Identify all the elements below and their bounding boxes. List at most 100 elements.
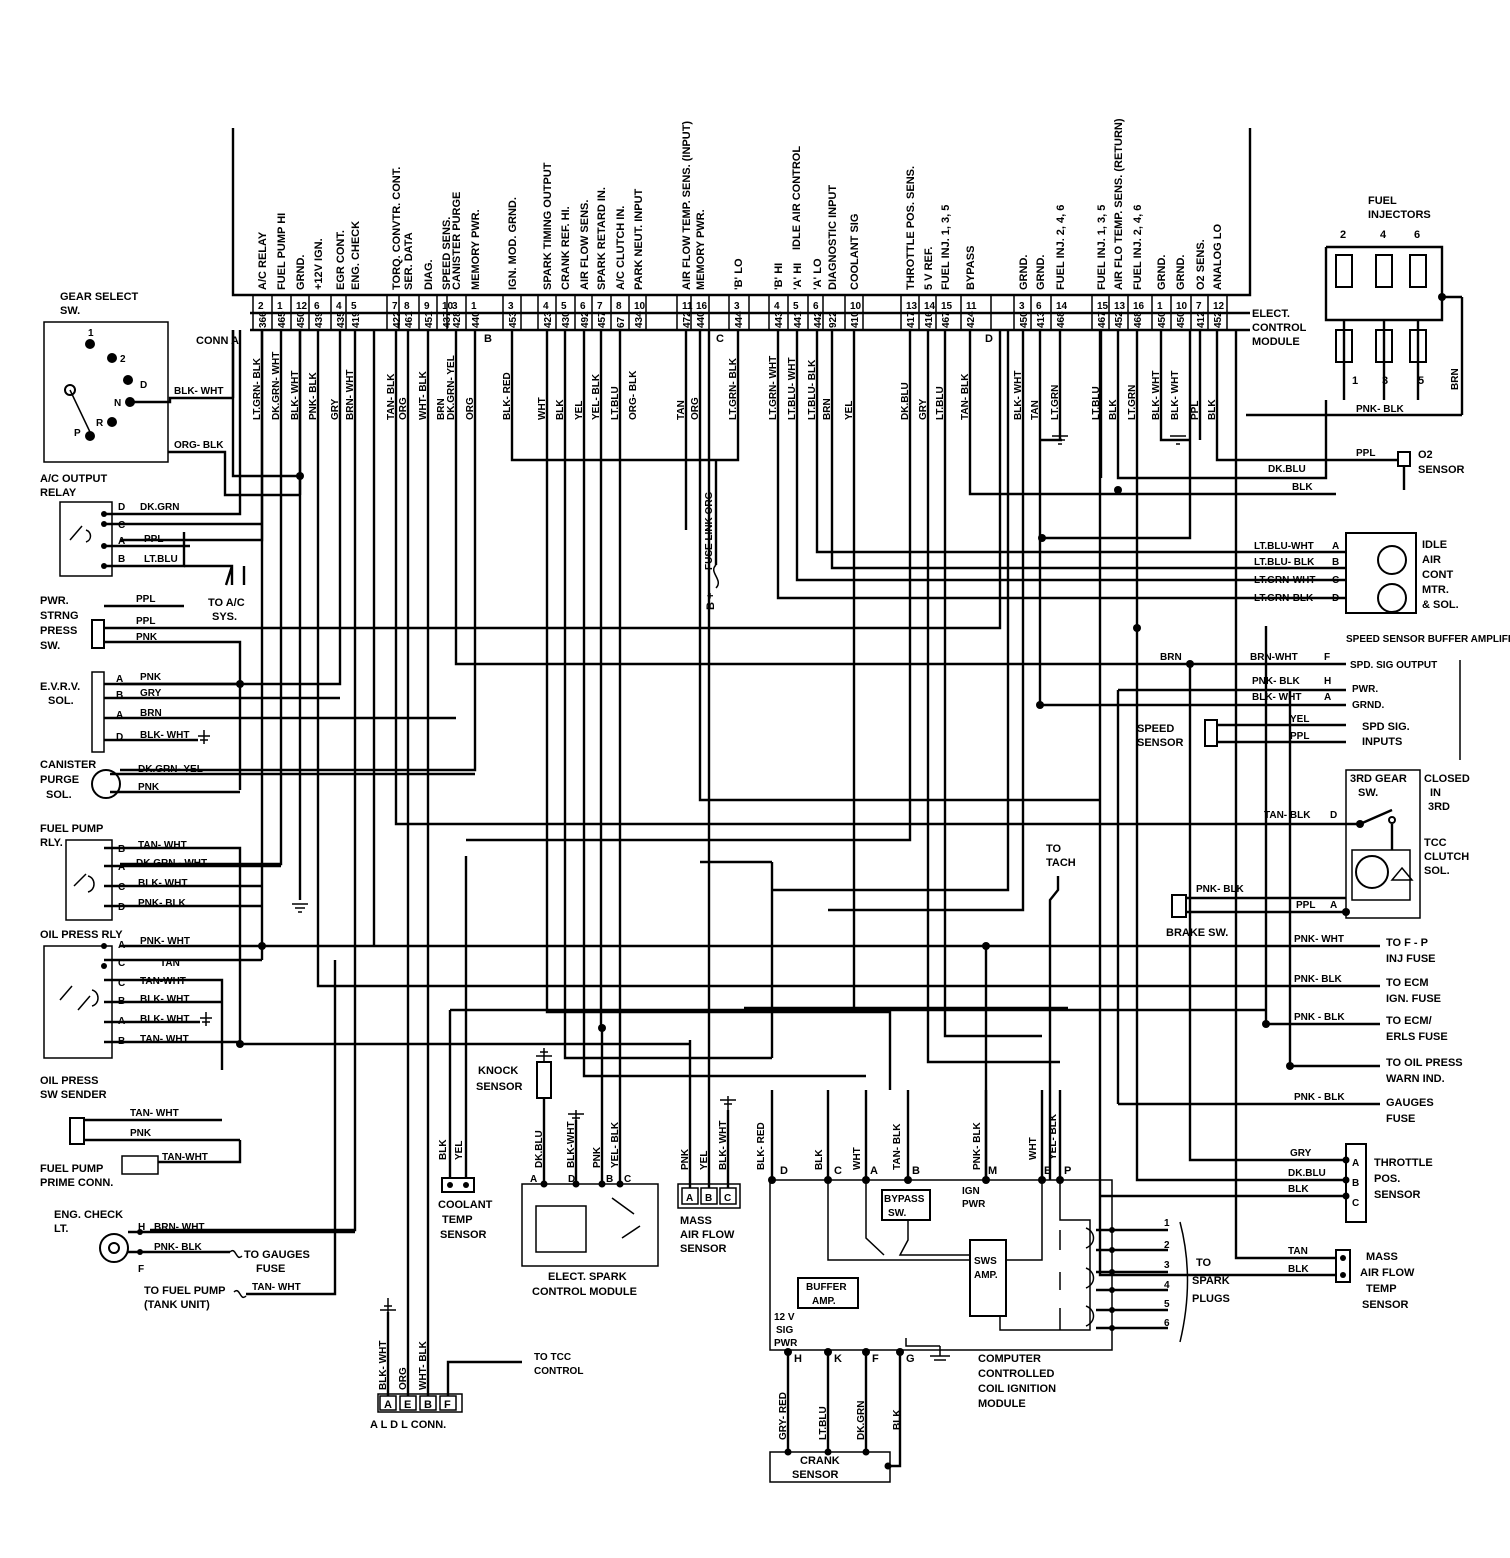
ecm-pin-function: FUEL INJ. 1, 3, 5 (940, 205, 952, 290)
sig-pwr-label: 12 V SIG PWR (774, 1312, 798, 1349)
evrv-wire-brn: BRN (140, 708, 162, 719)
ecm-pin-number: 4 (336, 301, 342, 312)
fuse-link: FUSE LINK ORG B + (510, 330, 740, 610)
ecm-conn-a-label: CONN A (196, 335, 239, 347)
ecm-circuit-number: 451 (424, 311, 435, 328)
tps-wire-c: BLK (1288, 1184, 1309, 1195)
eng-check-light: ENG. CHECK LT. H BRN- WHT F PNK- BLK TO … (54, 1209, 355, 1275)
ecm-pin-function: +12V IGN. (313, 238, 325, 290)
eng-wire-brn-wht: BRN- WHT (154, 1222, 205, 1233)
tps-wire-a: GRY (1290, 1148, 1312, 1159)
ecm-circuit-number: 423 (543, 311, 554, 328)
ecm-idle-air-bracket: IDLE AIR CONTROL (791, 146, 803, 250)
fuse-feed-1-label: TO ECM IGN. FUSE (1386, 977, 1441, 1005)
ecm-pin-function: FUEL INJ. 2, 4, 6 (1055, 205, 1067, 290)
coil-pin-k: K (834, 1353, 842, 1365)
oil-wire-blk-wht: BLK- WHT (140, 994, 189, 1005)
ecm-wire-color: LT.BLU (610, 386, 621, 420)
ecm-pin-number: 1 (277, 301, 283, 312)
ecm-wire-color: BLK- RED (502, 372, 513, 420)
maf-temp-tan: TAN (1288, 1246, 1308, 1257)
ecm-pin-function: ENG. CHECK (350, 221, 362, 290)
gear-select-label: GEAR SELECT SW. (60, 291, 141, 317)
fp-pin-c: C (118, 882, 125, 893)
ecm-pin-function: DIAGNOSTIC INPUT (827, 185, 839, 290)
pwr-wire-pnk: PNK (136, 632, 158, 643)
ecm-pin-function: PARK NEUT. INPUT (633, 188, 645, 290)
fp-prime-label: FUEL PUMP PRIME CONN. (40, 1163, 113, 1189)
fp-pin-d: D (118, 902, 125, 913)
brake-pnk-blk: PNK- BLK (1196, 884, 1245, 895)
ecm-pin-function: DIAG. (423, 259, 435, 290)
fuel-injectors: FUEL INJECTORS 2 4 6 1 3 5 BRN (1324, 195, 1464, 415)
fuse-link-label: FUSE LINK ORG (704, 491, 715, 570)
ecm-wire-color: BRN (822, 398, 833, 420)
ac-pin-a: A (118, 536, 125, 547)
ecm-circuit-number: 461 (404, 311, 415, 328)
ecm-wire-color: GRY (918, 398, 929, 420)
ecm-circuit-number: 434 (634, 311, 645, 328)
evrv-label: E.V.R.V. SOL. (40, 681, 83, 707)
ecm-wire-color: LT.GRN- BLK (728, 357, 739, 420)
canister-wire-dk-grn-yel: DK.GRN- YEL (138, 764, 203, 775)
ecm-pin-number: 10 (634, 301, 646, 312)
aldl-wire-org: ORG (398, 1367, 409, 1390)
fuel-injectors-title: FUEL INJECTORS (1368, 195, 1431, 221)
spark-pin-b: B (606, 1174, 613, 1185)
ecm-circuit-number: 440 (696, 311, 707, 328)
coil-wire-m: PNK- BLK (972, 1121, 983, 1170)
ecm-pin-function: 5 V REF. (923, 247, 935, 290)
oil-press-sender: OIL PRESS SW SENDER TAN- WHT PNK (40, 1075, 240, 1145)
ecm-wire-color: BLK- WHT (1013, 371, 1024, 420)
ecm-pin-number: 7 (392, 301, 398, 312)
ecm-pin-number: 3 (508, 301, 514, 312)
gear-pos-2: 2 (120, 354, 126, 365)
ecm-circuit-number: 440 (471, 311, 482, 328)
ecm-circuit-number: 441 (793, 311, 804, 328)
ecm-circuit-number: 412 (1196, 311, 1207, 328)
ecm-pin-function: GRND. (1035, 255, 1047, 290)
eng-wire-pnk-blk: PNK- BLK (154, 1242, 203, 1253)
ecm-wire-color: ORG (465, 397, 476, 420)
ecm-pin-function: MEMORY PWR. (695, 209, 707, 290)
fuel-pump-relay: FUEL PUMP RLY. B TAN- WHT A DK.GRN - WHT… (40, 330, 281, 1044)
coolant-wire-blk: BLK (438, 1139, 449, 1160)
ecm-circuit-number: 450 (1157, 311, 1168, 328)
buffer-input-yel: YEL (1290, 714, 1309, 725)
maf-temp-blk: BLK (1288, 1264, 1309, 1275)
gear-pos-r: R (96, 418, 104, 429)
sws-amp-label: SWS AMP. (974, 1256, 1000, 1281)
oil-rly-label: OIL PRESS RLY (40, 929, 123, 941)
fuse-feeds: PNK- WHT TO F - P INJ FUSE PNK- BLK TO E… (120, 330, 1463, 1125)
iac-wire-c: LT.GRN-WHT (1254, 575, 1315, 586)
third-gear-label: 3RD GEAR SW. (1350, 773, 1410, 799)
brake-sw-label: BRAKE SW. (1166, 927, 1228, 939)
ecm-pin-function: AIR FLO TEMP. SENS. (RETURN) (1113, 118, 1125, 290)
ecm-pin-function: FUEL INJ. 2, 4, 6 (1132, 205, 1144, 290)
ecm-circuit-number: 439 (314, 311, 325, 328)
ecm-circuit-number: 468 (1133, 311, 1144, 328)
ecm-pin-number: 8 (616, 301, 622, 312)
ign-pwr-label: IGN PWR (962, 1186, 986, 1210)
aldl-pin-f: F (444, 1399, 451, 1411)
buffer-label-h: PWR. (1352, 684, 1378, 695)
ecm-pin-number: 2 (258, 301, 264, 312)
fuse-feed-4-wire: PNK - BLK (1294, 1092, 1345, 1103)
ecm-circuit-number: 452 (1114, 311, 1125, 328)
iac-pin-b: B (1332, 557, 1339, 568)
ecm-circuit-number: 467 (941, 311, 952, 328)
fuse-feed-4-label: GAUGES FUSE (1386, 1097, 1437, 1125)
injector-4-label: 4 (1380, 229, 1387, 241)
ecm-circuit-number: 443 (774, 311, 785, 328)
eng-to-gauges: TO GAUGES FUSE (244, 1249, 313, 1275)
ecm-pin-number: 10 (850, 301, 862, 312)
ecm-circuit-number: 430 (561, 311, 572, 328)
ecm-wire-color: TAN (1030, 400, 1041, 420)
to-fuel-pump-wire: TAN- WHT (252, 1282, 301, 1293)
aldl-wire-wht-blk: WHT- BLK (418, 1340, 429, 1390)
ecm-pin-function: A/C RELAY (257, 231, 269, 290)
oil-wire-pnk-wht: PNK- WHT (140, 936, 190, 947)
ecm-pin-number: 5 (351, 301, 357, 312)
